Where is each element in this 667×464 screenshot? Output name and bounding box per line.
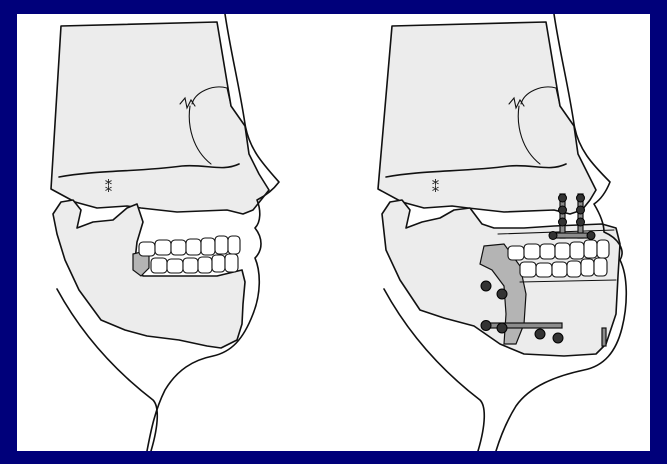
postoperative-skull-drawing: ⁑ <box>334 14 650 451</box>
chin-pin <box>602 328 606 346</box>
preoperative-skull-figure: ⁑ <box>17 14 334 451</box>
cranium <box>51 22 269 214</box>
upper-teeth <box>139 236 240 256</box>
lower-teeth <box>151 254 238 273</box>
illustration-panel: ⁑ <box>17 14 650 451</box>
postoperative-skull-figure: ⁑ <box>334 14 650 451</box>
ear-canal-mark: ⁑ <box>432 178 439 196</box>
mandible <box>53 200 245 348</box>
preoperative-skull-drawing: ⁑ <box>17 14 334 451</box>
cranium <box>378 22 596 214</box>
ear-canal-mark: ⁑ <box>105 178 112 196</box>
